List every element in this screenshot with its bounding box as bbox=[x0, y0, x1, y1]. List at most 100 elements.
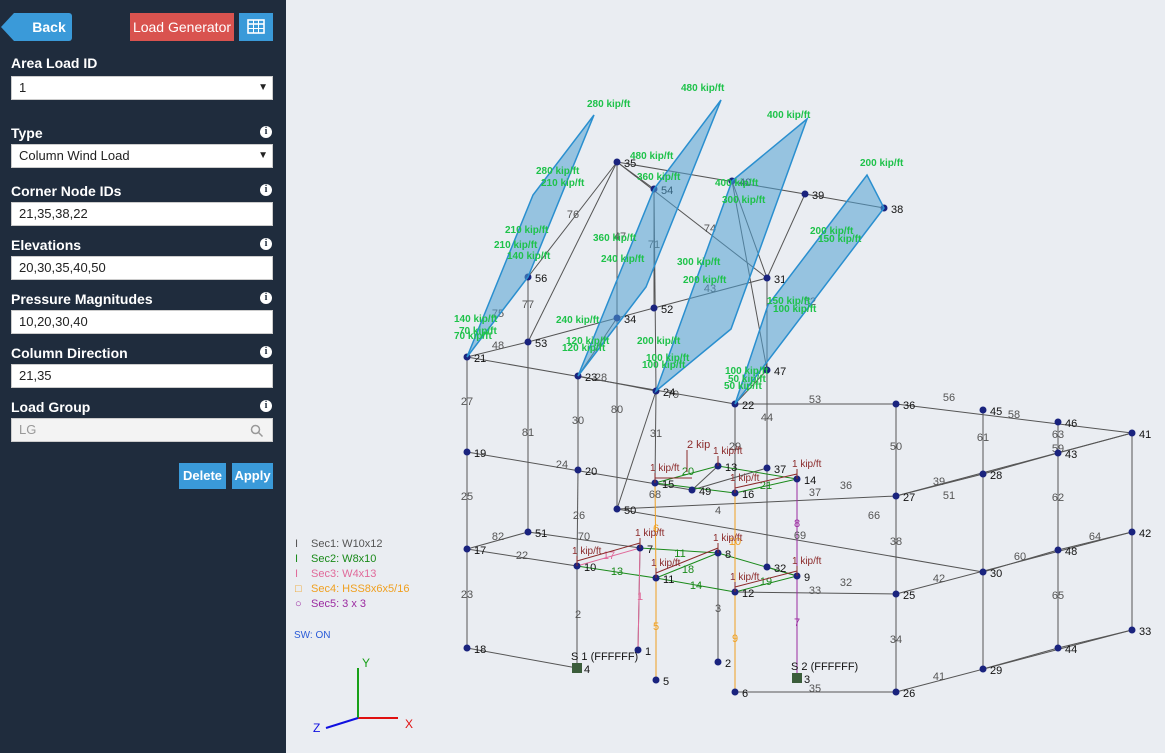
node-26[interactable] bbox=[892, 688, 900, 696]
delete-button[interactable]: Delete bbox=[179, 463, 226, 489]
member-43-41[interactable] bbox=[1057, 432, 1133, 454]
member-44-33[interactable] bbox=[1057, 629, 1133, 649]
node-36[interactable] bbox=[892, 400, 900, 408]
member-35-53[interactable] bbox=[527, 161, 618, 343]
node-47[interactable] bbox=[763, 366, 771, 374]
member-15-16[interactable] bbox=[654, 482, 736, 494]
node-52[interactable] bbox=[650, 304, 658, 312]
member-51-7[interactable] bbox=[527, 531, 641, 549]
member-30-48[interactable] bbox=[982, 549, 1059, 573]
member-36-41[interactable] bbox=[895, 403, 1133, 434]
node-53[interactable] bbox=[524, 338, 532, 346]
info-icon[interactable]: i bbox=[260, 184, 272, 196]
node-28[interactable] bbox=[979, 470, 987, 478]
node-43[interactable] bbox=[1054, 449, 1062, 457]
node-20[interactable] bbox=[574, 466, 582, 474]
node-48[interactable] bbox=[1054, 546, 1062, 554]
elevations-input[interactable]: 20,30,35,40,50 bbox=[11, 256, 273, 280]
node-50[interactable] bbox=[613, 505, 621, 513]
member-28-43[interactable] bbox=[982, 452, 1059, 475]
member-56-35[interactable] bbox=[527, 161, 618, 278]
member-49-13[interactable] bbox=[691, 465, 719, 491]
node-30[interactable] bbox=[979, 568, 987, 576]
member-24-15[interactable] bbox=[654, 390, 657, 484]
member-27-28[interactable] bbox=[895, 473, 984, 497]
member-21-53[interactable] bbox=[466, 341, 529, 358]
node-37[interactable] bbox=[763, 464, 771, 472]
node-44[interactable] bbox=[1054, 644, 1062, 652]
member-11-12[interactable] bbox=[655, 577, 736, 593]
load-generator-button[interactable]: Load Generator bbox=[130, 13, 234, 41]
node-33[interactable] bbox=[1128, 626, 1136, 634]
area-load-id-select[interactable]: 1 ▼ bbox=[11, 76, 273, 100]
node-6[interactable] bbox=[731, 688, 739, 696]
node-41[interactable] bbox=[1128, 429, 1136, 437]
info-icon[interactable]: i bbox=[260, 400, 272, 412]
member-label-53: 53 bbox=[809, 394, 821, 406]
info-icon[interactable]: i bbox=[260, 238, 272, 250]
info-icon[interactable]: i bbox=[260, 126, 272, 138]
back-button[interactable]: Back bbox=[1, 13, 72, 41]
wind-load-panel-4[interactable] bbox=[734, 173, 885, 405]
type-select[interactable]: Column Wind Load ▼ bbox=[11, 144, 273, 168]
info-icon[interactable]: i bbox=[260, 292, 272, 304]
apply-button[interactable]: Apply bbox=[232, 463, 273, 489]
node-2[interactable] bbox=[714, 658, 722, 666]
node-5[interactable] bbox=[652, 676, 660, 684]
support-icon[interactable] bbox=[792, 673, 802, 683]
member-23-24[interactable] bbox=[577, 375, 657, 392]
node-45[interactable] bbox=[979, 406, 987, 414]
member-51-17[interactable] bbox=[466, 531, 529, 550]
node-42[interactable] bbox=[1128, 528, 1136, 536]
pressure-magnitudes-input[interactable]: 10,20,30,40 bbox=[11, 310, 273, 334]
node-19[interactable] bbox=[463, 448, 471, 456]
member-7-8[interactable] bbox=[639, 547, 719, 554]
member-54-35[interactable] bbox=[616, 161, 655, 190]
member-17-10[interactable] bbox=[466, 548, 578, 567]
node-51[interactable] bbox=[524, 528, 532, 536]
member-18-4[interactable] bbox=[466, 647, 578, 669]
node-46[interactable] bbox=[1054, 418, 1062, 426]
node-31[interactable] bbox=[763, 274, 771, 282]
member-50-27[interactable] bbox=[616, 495, 897, 510]
node-29[interactable] bbox=[979, 665, 987, 673]
node-32[interactable] bbox=[763, 563, 771, 571]
member-16-14[interactable] bbox=[734, 478, 798, 494]
corner-node-ids-input[interactable]: 21,35,38,22 bbox=[11, 202, 273, 226]
member-20-10[interactable] bbox=[576, 469, 579, 567]
member-50-30[interactable] bbox=[616, 508, 984, 573]
member-8-9[interactable] bbox=[717, 552, 798, 577]
member-12-9[interactable] bbox=[734, 575, 798, 593]
member-11-8[interactable] bbox=[655, 552, 719, 579]
member-31-39[interactable] bbox=[766, 193, 806, 279]
node-1[interactable] bbox=[634, 646, 642, 654]
member-29-44[interactable] bbox=[982, 647, 1059, 670]
node-39[interactable] bbox=[801, 190, 809, 198]
node-17[interactable] bbox=[463, 545, 471, 553]
load-group-input[interactable]: LG bbox=[11, 418, 273, 442]
node-49[interactable] bbox=[688, 486, 696, 494]
node-25[interactable] bbox=[892, 590, 900, 598]
node-35[interactable] bbox=[613, 158, 621, 166]
member-10-11[interactable] bbox=[576, 565, 657, 579]
wind-load-panel-3[interactable] bbox=[654, 116, 809, 394]
member-26-33[interactable] bbox=[895, 629, 1133, 693]
member-24-50[interactable] bbox=[616, 390, 657, 510]
info-icon[interactable]: i bbox=[260, 346, 272, 358]
table-view-button[interactable] bbox=[239, 13, 273, 41]
node-18[interactable] bbox=[463, 644, 471, 652]
member-10-7[interactable] bbox=[576, 547, 641, 567]
member-12-25[interactable] bbox=[734, 591, 897, 595]
wind-load-panel-2[interactable] bbox=[577, 99, 722, 377]
node-27[interactable] bbox=[892, 492, 900, 500]
support-icon[interactable] bbox=[572, 663, 582, 673]
wind-load-panel-1[interactable] bbox=[466, 114, 595, 358]
member-47-22[interactable] bbox=[734, 369, 768, 405]
member-15-11[interactable] bbox=[654, 482, 657, 579]
member-48-42[interactable] bbox=[1057, 531, 1133, 551]
member-15-13[interactable] bbox=[654, 465, 719, 484]
member-7-1[interactable] bbox=[637, 547, 641, 651]
column-direction-input[interactable]: 21,35 bbox=[11, 364, 273, 388]
